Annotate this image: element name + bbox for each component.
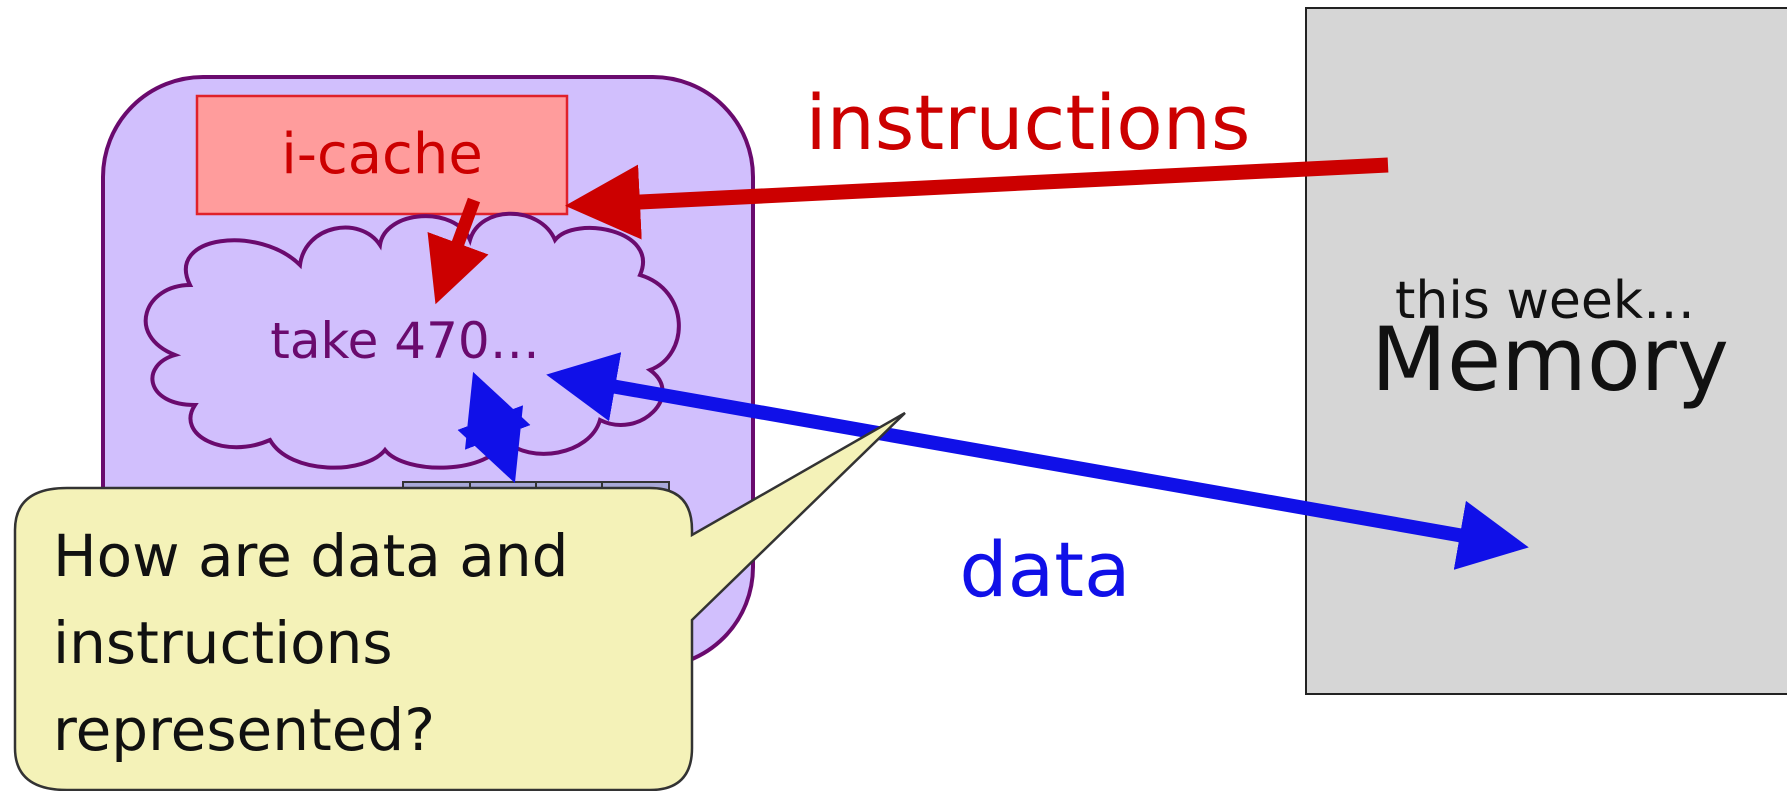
data-arrow xyxy=(546,352,1529,570)
cloud-label: take 470… xyxy=(270,312,540,370)
callout-line-3: represented? xyxy=(53,696,435,764)
icache-box xyxy=(195,94,569,216)
instructions-arrow xyxy=(565,157,1389,240)
icache-to-cloud-arrow xyxy=(427,197,489,305)
callout-bubble xyxy=(13,411,906,791)
memory-subtitle: this week… xyxy=(1395,271,1695,331)
icache-label: i-cache xyxy=(281,122,483,187)
memory-box xyxy=(1305,7,1787,695)
callout-line-2: instructions xyxy=(53,609,393,677)
register-to-cloud-arrow xyxy=(457,371,531,484)
data-label: data xyxy=(959,525,1130,614)
callout-line-1: How are data and xyxy=(53,522,568,590)
memory-title: Memory xyxy=(1371,308,1729,411)
instructions-label: instructions xyxy=(805,78,1250,167)
